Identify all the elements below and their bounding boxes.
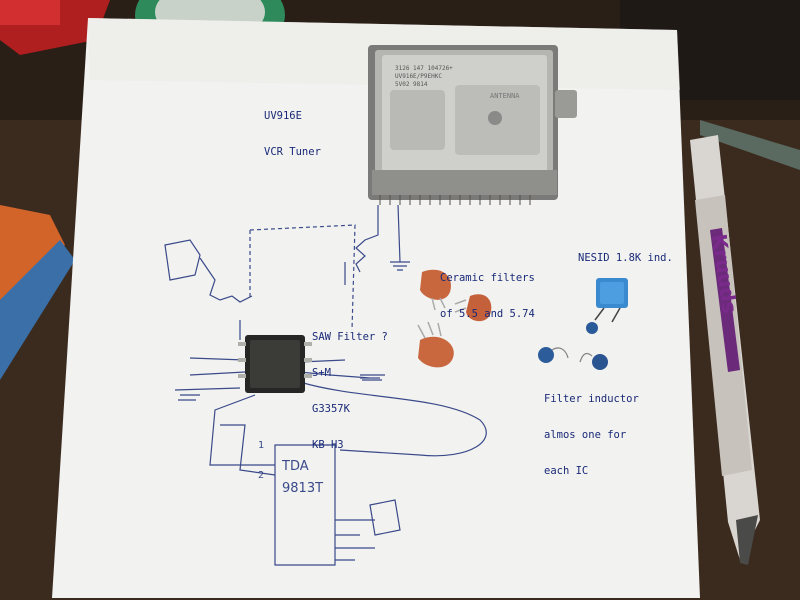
sketch-chip-line1: TDA <box>281 459 309 474</box>
saw-caption: SAW Filter ? S+M G3357K KB-H3 <box>312 307 388 463</box>
antenna-connector <box>555 90 577 118</box>
filter-inductor <box>538 347 554 363</box>
inductor-caption-line1: Filter inductor <box>544 393 639 405</box>
saw-filter-chip <box>238 335 312 393</box>
sketch-chip-line2: 9813T <box>282 481 323 496</box>
tuner-label-line3: 5V02 9814 <box>395 81 428 88</box>
saw-caption-line3: G3357K <box>312 403 350 415</box>
inductor-caption-line2: almos one for <box>544 429 627 441</box>
vcr-tuner-module: 3126 147 104726+ UV916E/P9EHKC 5V02 9814… <box>368 45 577 205</box>
ceramic-filters <box>417 269 492 368</box>
tuner-caption: UV916E VCR Tuner <box>264 86 321 170</box>
saw-caption-line4: KB-H3 <box>312 439 344 451</box>
ceramic-filter <box>417 321 454 368</box>
pliers-handle <box>0 205 65 300</box>
nesid-caption: NESID 1.8K ind. <box>578 252 673 264</box>
sketch-pin-1: 1 <box>258 440 264 451</box>
ceramic-caption: Ceramic filters of 5.5 and 5.74 <box>440 248 535 332</box>
saw-caption-line1: SAW Filter ? <box>312 331 388 343</box>
tuner-antenna-text: ANTENNA <box>490 92 520 100</box>
filter-inductors <box>538 347 608 370</box>
tuner-screw <box>488 111 502 125</box>
inductor-caption: Filter inductor almos one for each IC <box>544 369 639 489</box>
ceramic-filter <box>420 269 451 311</box>
sketch-pin-2: 2 <box>258 470 264 481</box>
hand-drawn-schematic <box>164 204 487 566</box>
ceramic-caption-line2: of 5.5 and 5.74 <box>440 308 535 320</box>
tuner-label-line1: 3126 147 104726+ <box>395 65 453 72</box>
ceramic-filter <box>454 294 492 322</box>
nesid-inductor <box>586 278 628 334</box>
filter-inductor <box>592 354 608 370</box>
saw-caption-line2: S+M <box>312 367 331 379</box>
ballpoint-pen: Kruuds <box>690 135 760 565</box>
tuner-caption-line1: UV916E <box>264 110 302 122</box>
tuner-caption-line2: VCR Tuner <box>264 146 321 158</box>
tuner-label-line2: UV916E/P9EHKC <box>395 73 442 80</box>
ceramic-caption-line1: Ceramic filters <box>440 272 535 284</box>
inductor-caption-line3: each IC <box>544 465 589 477</box>
